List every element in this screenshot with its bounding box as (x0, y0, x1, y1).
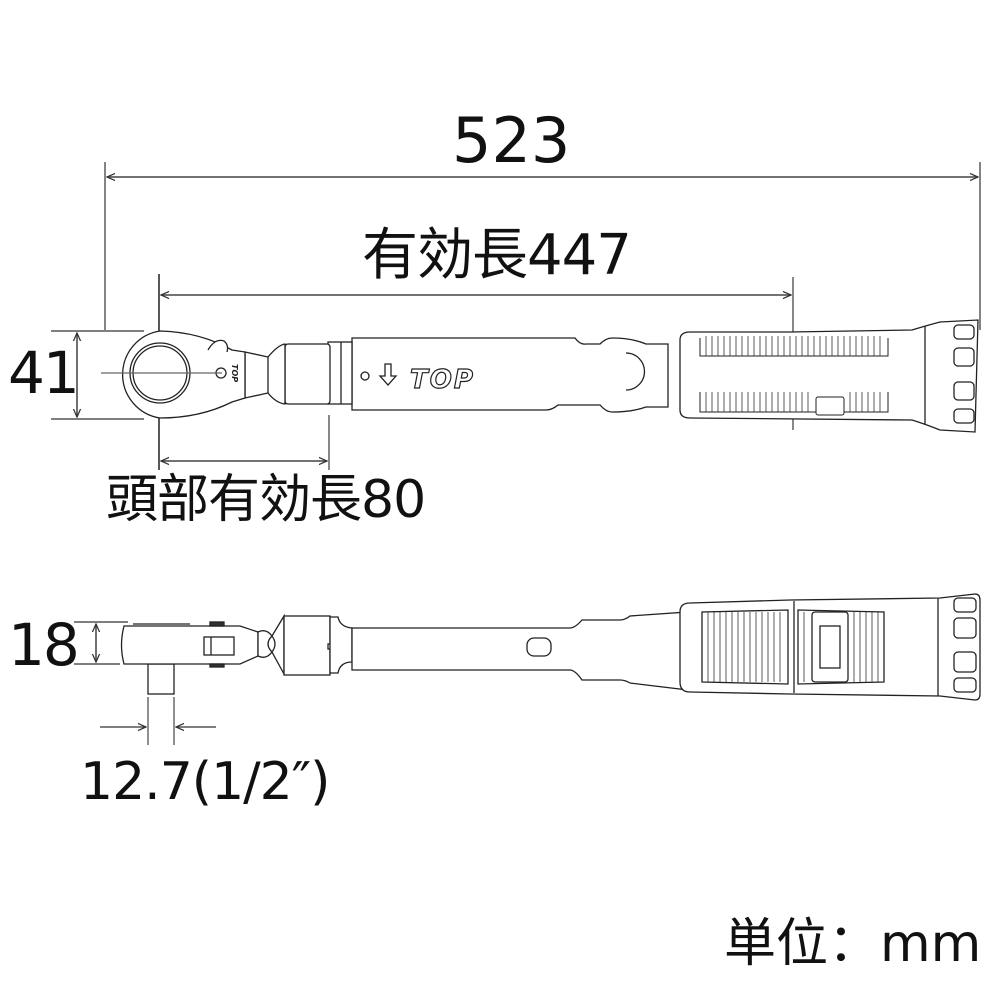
head-thickness-label: 18 (8, 611, 80, 679)
square-drive (147, 663, 175, 695)
dimension-overall-length (104, 162, 981, 330)
grip-ribs-upper (699, 338, 889, 357)
shaft-top (351, 337, 669, 413)
svg-text:TOP: TOP (410, 365, 475, 395)
grip-ribs-lower (699, 392, 889, 416)
dimension-head-effective-length (161, 415, 330, 470)
overall-length-label: 523 (452, 104, 571, 177)
effective-length-label: 有効長447 (362, 223, 632, 288)
head-width-label: 41 (8, 339, 80, 407)
square-drive-label: 12.7(1/2″) (80, 752, 330, 812)
svg-text:TOP: TOP (230, 364, 239, 382)
dimension-square-drive (100, 697, 216, 745)
head-effective-length-label: 頭部有効長80 (106, 470, 426, 530)
brand-logo: TOP (360, 363, 475, 396)
wrench-top-view: TOP TOP (101, 319, 979, 433)
direction-arrow-icon (378, 363, 398, 386)
unit-note: 単位：mm (724, 914, 982, 974)
wrench-side-view (120, 593, 981, 701)
dimension-head-thickness (74, 621, 128, 665)
grip (679, 319, 979, 433)
dimension-head-width (51, 330, 144, 420)
